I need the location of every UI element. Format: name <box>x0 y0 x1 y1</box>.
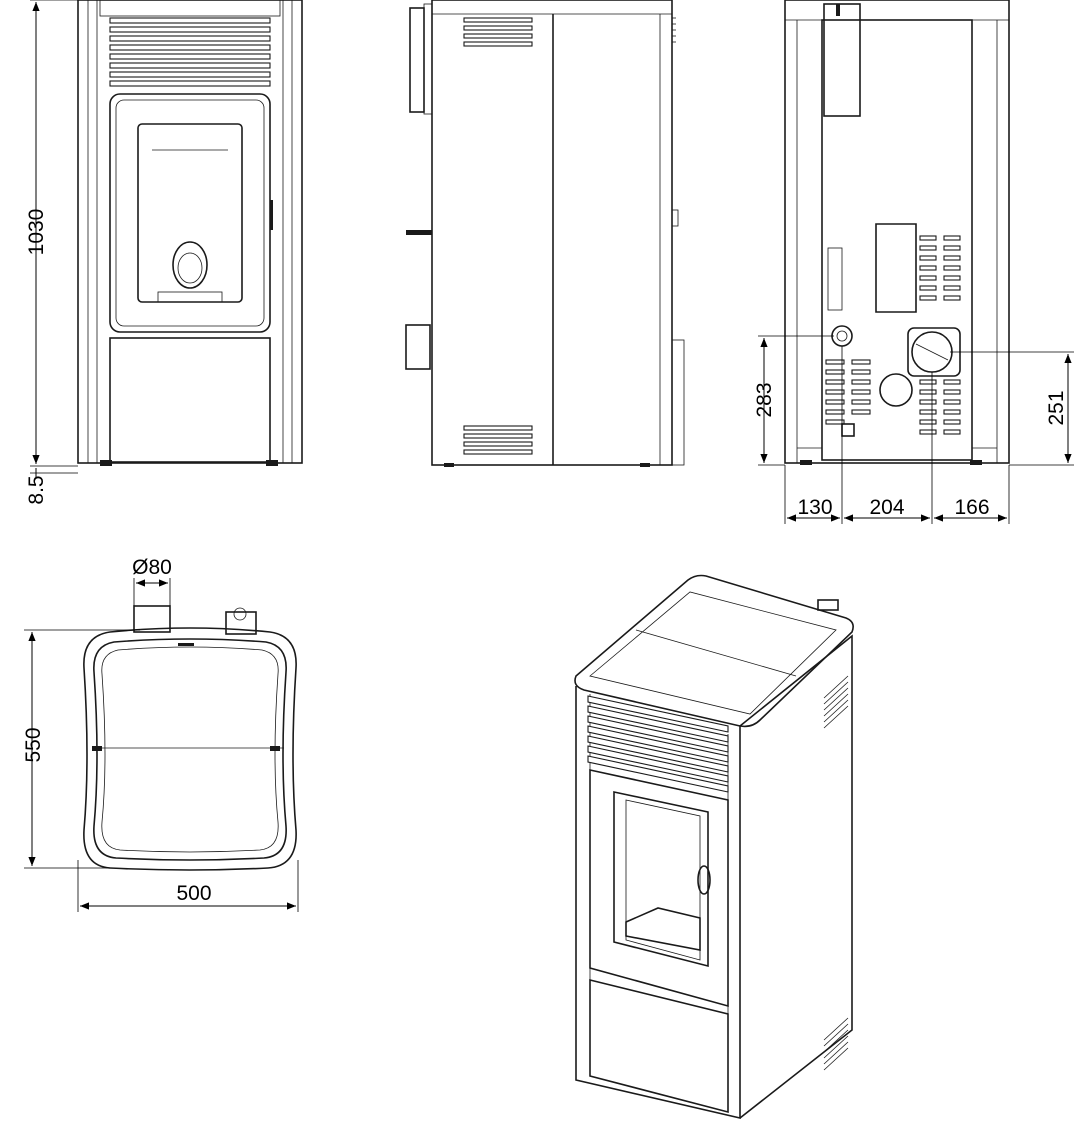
iso-door <box>589 769 729 1008</box>
inspection-window <box>172 241 208 289</box>
rear-offset-right-label: 166 <box>954 496 989 519</box>
top-dimensions: Ø80 550 500 <box>22 556 299 912</box>
door-glass <box>137 123 243 303</box>
side-view <box>405 0 685 467</box>
rear-view <box>784 0 1010 465</box>
outlet-left-height-label: 283 <box>753 382 776 417</box>
outlet-right-height-label: 251 <box>1045 390 1068 425</box>
isometric-view <box>574 574 854 1120</box>
top-view <box>83 605 297 871</box>
depth-label: 550 <box>22 727 45 762</box>
height-dimension: 1030 8.5 <box>25 0 78 505</box>
front-grille <box>109 17 271 87</box>
iso-side-vent-bottom <box>823 1017 849 1071</box>
flue-pipe-top <box>133 605 171 633</box>
iso-door-glass <box>613 791 709 968</box>
height-label: 1030 <box>25 209 48 256</box>
lower-panel <box>109 337 271 463</box>
rear-offset-middle-label: 204 <box>869 496 904 519</box>
rear-offset-left-label: 130 <box>797 496 832 519</box>
rear-dimensions: 283 251 130 204 166 <box>753 335 1074 524</box>
flue-diameter-label: Ø80 <box>132 556 172 579</box>
side-vent-top <box>463 17 533 47</box>
side-vent-bottom <box>463 425 533 455</box>
front-door <box>109 93 271 333</box>
iso-lower-panel <box>589 978 729 1114</box>
front-view <box>77 0 303 466</box>
rear-vents-right <box>919 235 961 435</box>
iso-side-vent-top <box>823 675 849 729</box>
side-connector <box>405 324 431 370</box>
rear-vents-left <box>825 359 871 425</box>
rear-connector-top <box>225 611 257 635</box>
iso-rear-connector <box>817 599 839 611</box>
rear-flue-duct <box>823 3 861 117</box>
air-intake <box>831 325 853 347</box>
width-label: 500 <box>176 882 211 905</box>
iso-front-grille <box>587 695 729 793</box>
feet-height-label: 8.5 <box>25 475 48 504</box>
